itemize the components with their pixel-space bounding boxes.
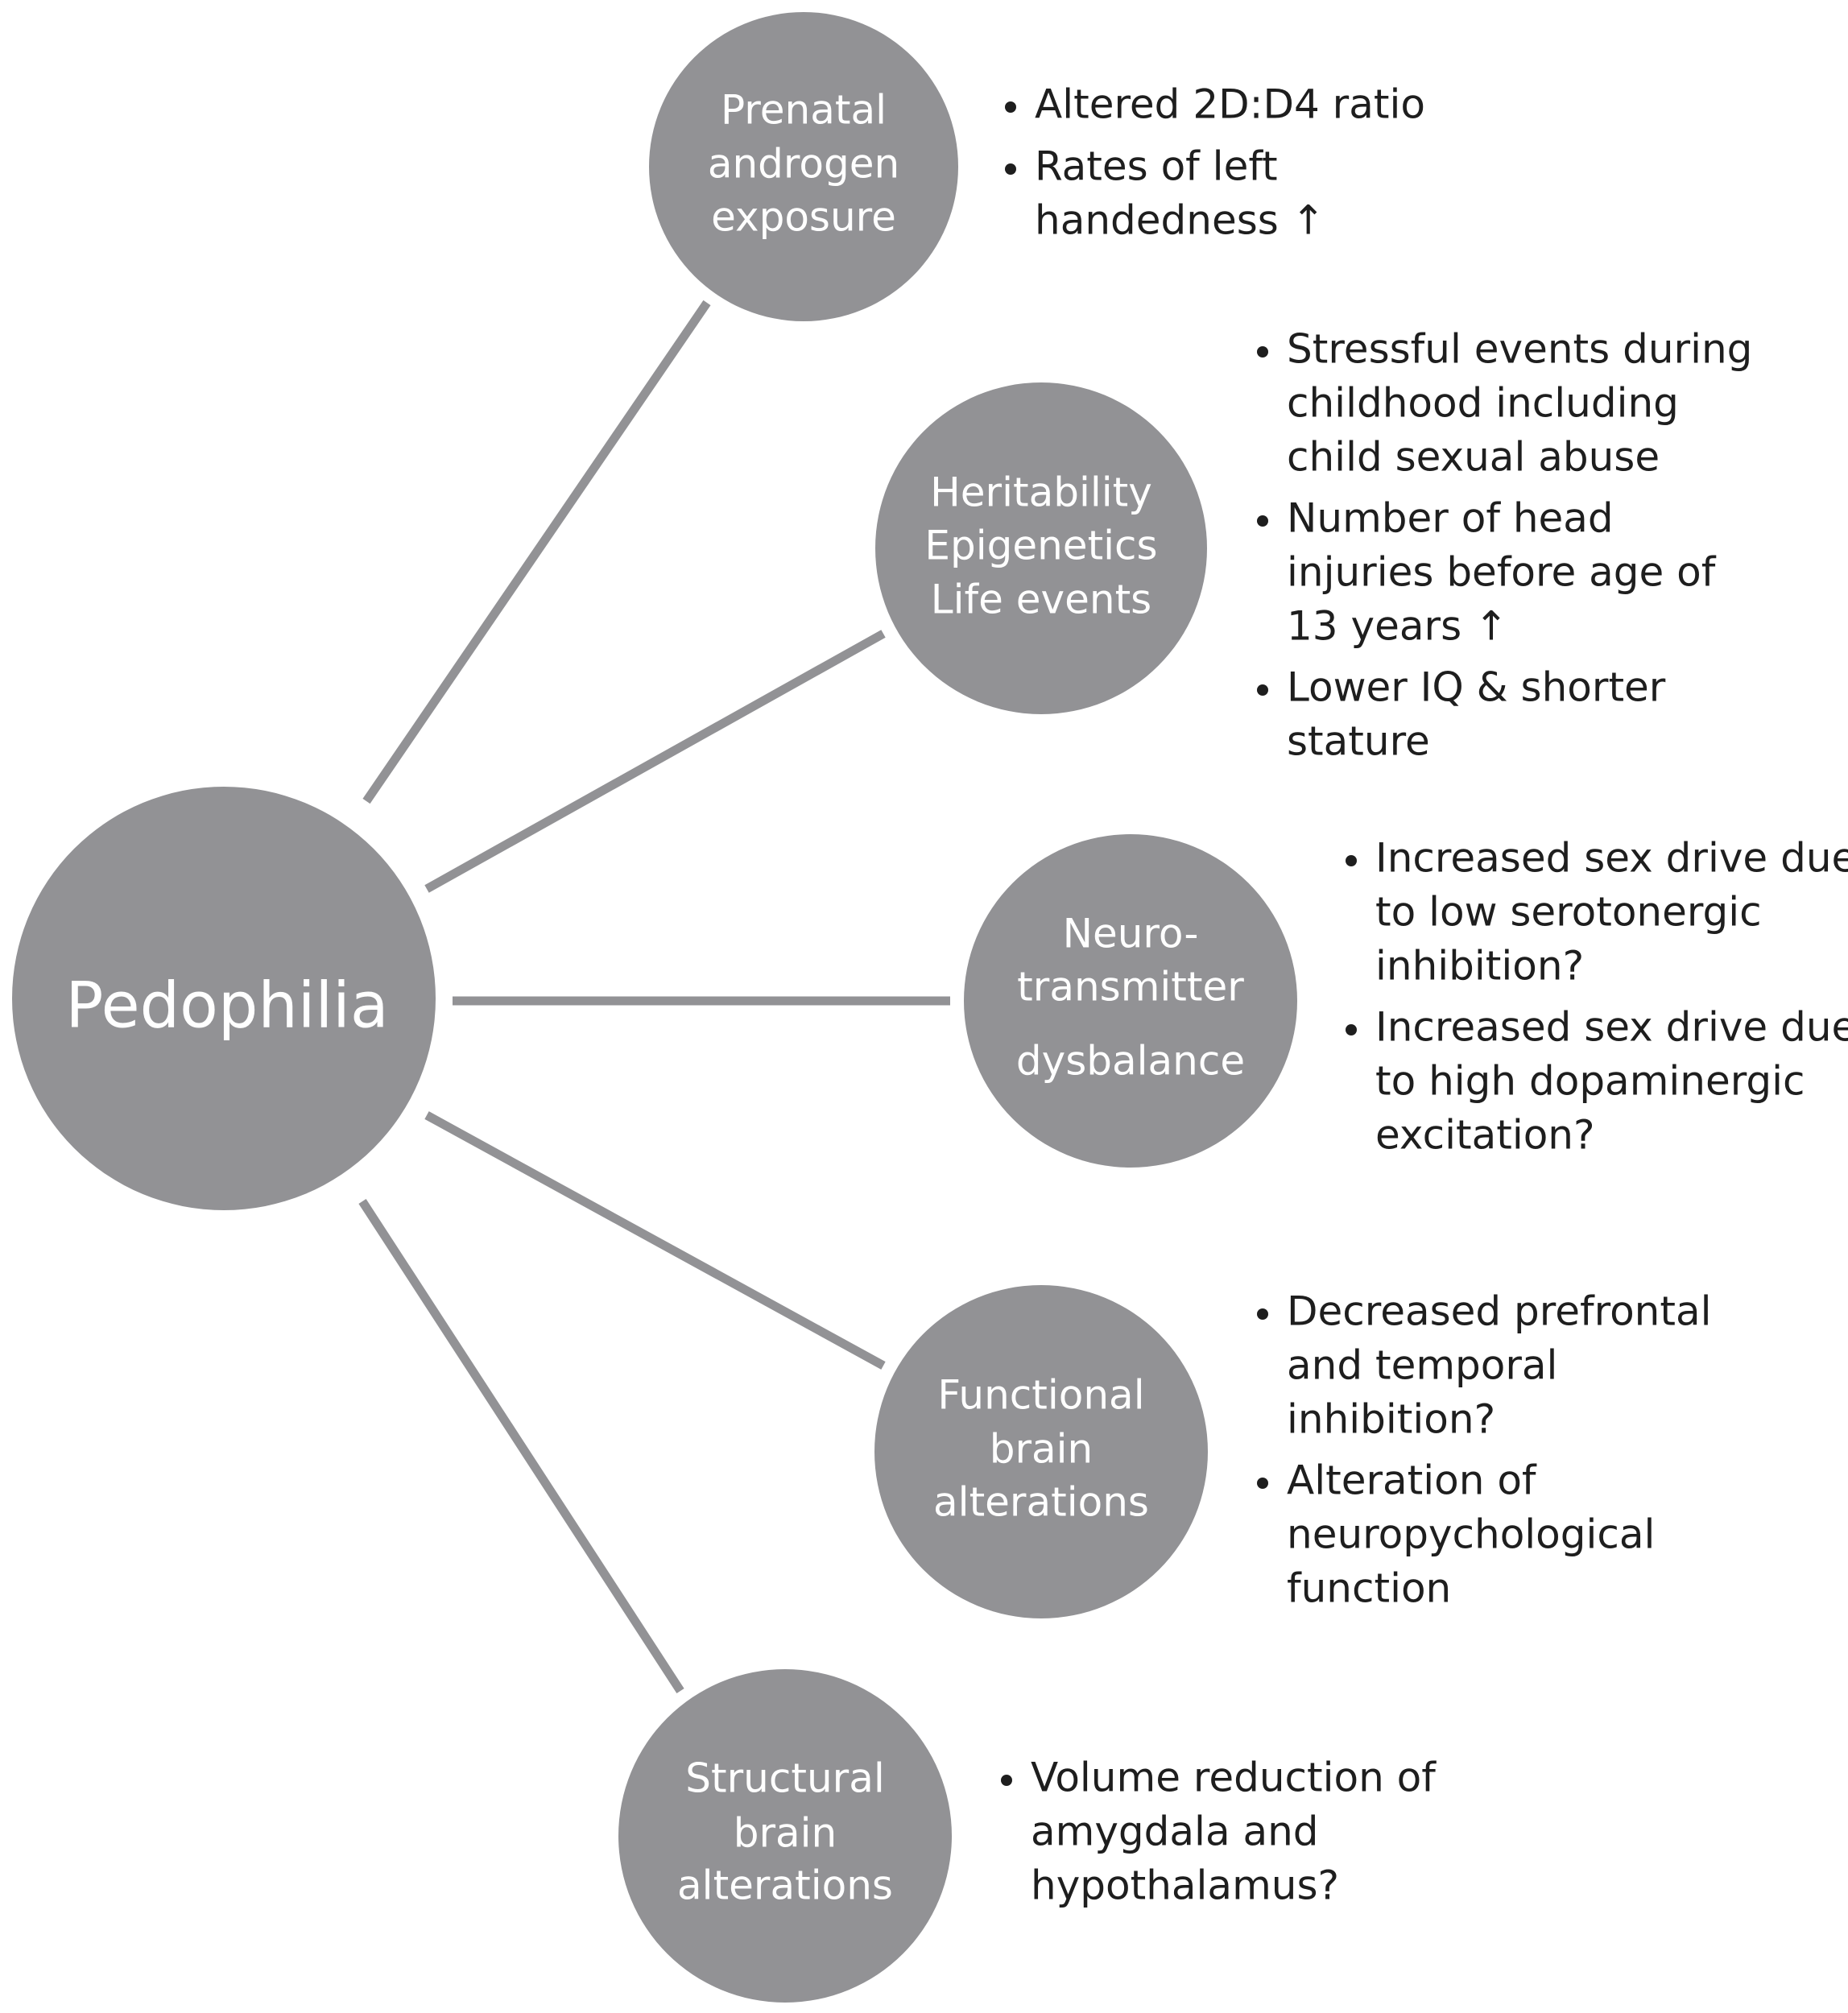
center-node: Pedophilia — [12, 787, 436, 1210]
bullet-text-line: neuropychological — [1287, 1511, 1655, 1558]
bullet-text-line: Decreased prefrontal — [1287, 1288, 1712, 1335]
factor-node-neurotransmitter: Neuro-transmitter dysbalance — [964, 834, 1297, 1168]
bullet-dot — [1346, 1024, 1357, 1035]
factor-label-line: Heritability — [930, 469, 1152, 516]
bullet-text-line: 13 years ↑ — [1287, 603, 1508, 650]
bullet-text-line: Alteration of — [1287, 1457, 1537, 1504]
bullet-text-line: amygdala and — [1031, 1808, 1319, 1855]
bullet-dot — [1257, 1308, 1268, 1320]
bullet-item: Rates of left handedness ↑ — [1005, 143, 1325, 244]
bullet-list-neurotransmitter: Increased sex drive due to low serotonerg… — [1346, 835, 1848, 1159]
bullet-item: Increased sex drive due to low serotonerg… — [1346, 835, 1848, 990]
bullet-text-line: to low serotonergic — [1375, 889, 1762, 936]
bullet-list-structural: Volume reduction of amygdala and hypothala… — [1001, 1755, 1437, 1909]
bullet-text-line: stature — [1287, 718, 1430, 765]
bullet-item: Decreased prefrontal and temporal inhibiti… — [1257, 1288, 1712, 1443]
bullet-dot — [1005, 163, 1016, 175]
factor-label-line: dysbalance — [1016, 1038, 1245, 1085]
bullet-list-functional: Decreased prefrontal and temporal inhibiti… — [1257, 1288, 1712, 1612]
bullet-text-line: Rates of left — [1035, 143, 1278, 190]
factor-label-line: Life events — [931, 577, 1151, 623]
factor-circle-structural — [618, 1669, 952, 2003]
bullet-text-line: Number of head — [1287, 495, 1614, 542]
factor-label-line: alterations — [933, 1479, 1149, 1526]
bullet-text-line: inhibition? — [1375, 943, 1584, 990]
bullet-text-line: hypothalamus? — [1031, 1862, 1339, 1909]
bullet-dot — [1005, 101, 1016, 113]
connector-line-2 — [424, 630, 886, 893]
bullet-dot — [1257, 684, 1268, 696]
bullet-text-line: injuries before age of — [1287, 549, 1717, 596]
bullet-item: Lower IQ & shorter stature — [1257, 664, 1666, 765]
bullet-text-line: excitation? — [1375, 1112, 1595, 1159]
factor-label-line: brain — [734, 1810, 837, 1857]
bullet-item: Number of head injuries before age of 13 y… — [1257, 495, 1717, 650]
factor-circle-prenatal — [649, 12, 958, 321]
bullet-item: Stressful events during childhood includi… — [1257, 326, 1752, 481]
bullet-text-line: and temporal — [1287, 1342, 1557, 1389]
bullet-item: Altered 2D:D4 ratio — [1005, 81, 1425, 128]
bullet-text-line: inhibition? — [1287, 1396, 1495, 1443]
bullet-dot — [1001, 1775, 1012, 1786]
bullet-dot — [1257, 1478, 1268, 1489]
center-circle — [12, 787, 436, 1210]
connector-line-1 — [362, 300, 711, 804]
factor-node-functional: Functional brain alterations — [874, 1285, 1208, 1618]
bullet-text-line: Increased sex drive due — [1375, 1004, 1848, 1051]
bullet-text-line: to high dopaminergic — [1375, 1058, 1805, 1105]
bullet-text-line: Volume reduction of — [1031, 1755, 1437, 1801]
factor-label-line: androgen — [708, 141, 899, 188]
center-label: Pedophilia — [65, 969, 388, 1042]
bullet-item: Alteration of neuropychological function — [1257, 1457, 1655, 1612]
factor-label-line: transmitter — [1017, 964, 1244, 1011]
nodes: Pedophilia Prenatal androgen exposureHerita… — [12, 12, 1297, 2003]
bullet-text-line: Increased sex drive due — [1375, 835, 1848, 882]
factor-circle-neurotransmitter — [964, 834, 1297, 1168]
factor-label-line: Prenatal — [721, 87, 887, 134]
bullet-text-line: Altered 2D:D4 ratio — [1035, 81, 1425, 128]
connectors — [358, 300, 950, 1693]
factor-label-line: Neuro- — [1063, 911, 1199, 957]
bullet-dot — [1257, 515, 1268, 527]
bullet-text-line: childhood including — [1287, 380, 1679, 427]
bullet-text-line: Lower IQ & shorter — [1287, 664, 1666, 711]
connector-line-5 — [358, 1199, 684, 1693]
factor-label-line: brain — [990, 1426, 1094, 1473]
factor-label-line: Epigenetics — [924, 523, 1157, 569]
factor-circle-heritability — [875, 382, 1207, 714]
bullet-text-line: Stressful events during — [1287, 326, 1752, 373]
bullet-item: Volume reduction of amygdala and hypothala… — [1001, 1755, 1437, 1909]
bullet-dot — [1346, 855, 1357, 866]
connector-line-4 — [424, 1111, 886, 1370]
factor-label-line: alterations — [677, 1862, 893, 1909]
factor-label-line: Functional — [937, 1372, 1144, 1419]
factor-label-line: exposure — [711, 194, 896, 241]
bullet-text-line: function — [1287, 1565, 1451, 1612]
bullet-list-heritability: Stressful events during childhood includi… — [1257, 326, 1752, 765]
bullet-text-line: child sexual abuse — [1287, 434, 1660, 481]
bullet-dot — [1257, 346, 1268, 358]
factor-circle-functional — [874, 1285, 1208, 1618]
bullet-item: Increased sex drive due to high dopaminer… — [1346, 1004, 1848, 1159]
factor-node-prenatal: Prenatal androgen exposure — [649, 12, 958, 321]
factor-label-line: Structural — [685, 1755, 884, 1802]
bullet-text-line: handedness ↑ — [1035, 197, 1325, 244]
factor-node-structural: Structural brain alterations — [618, 1669, 952, 2003]
